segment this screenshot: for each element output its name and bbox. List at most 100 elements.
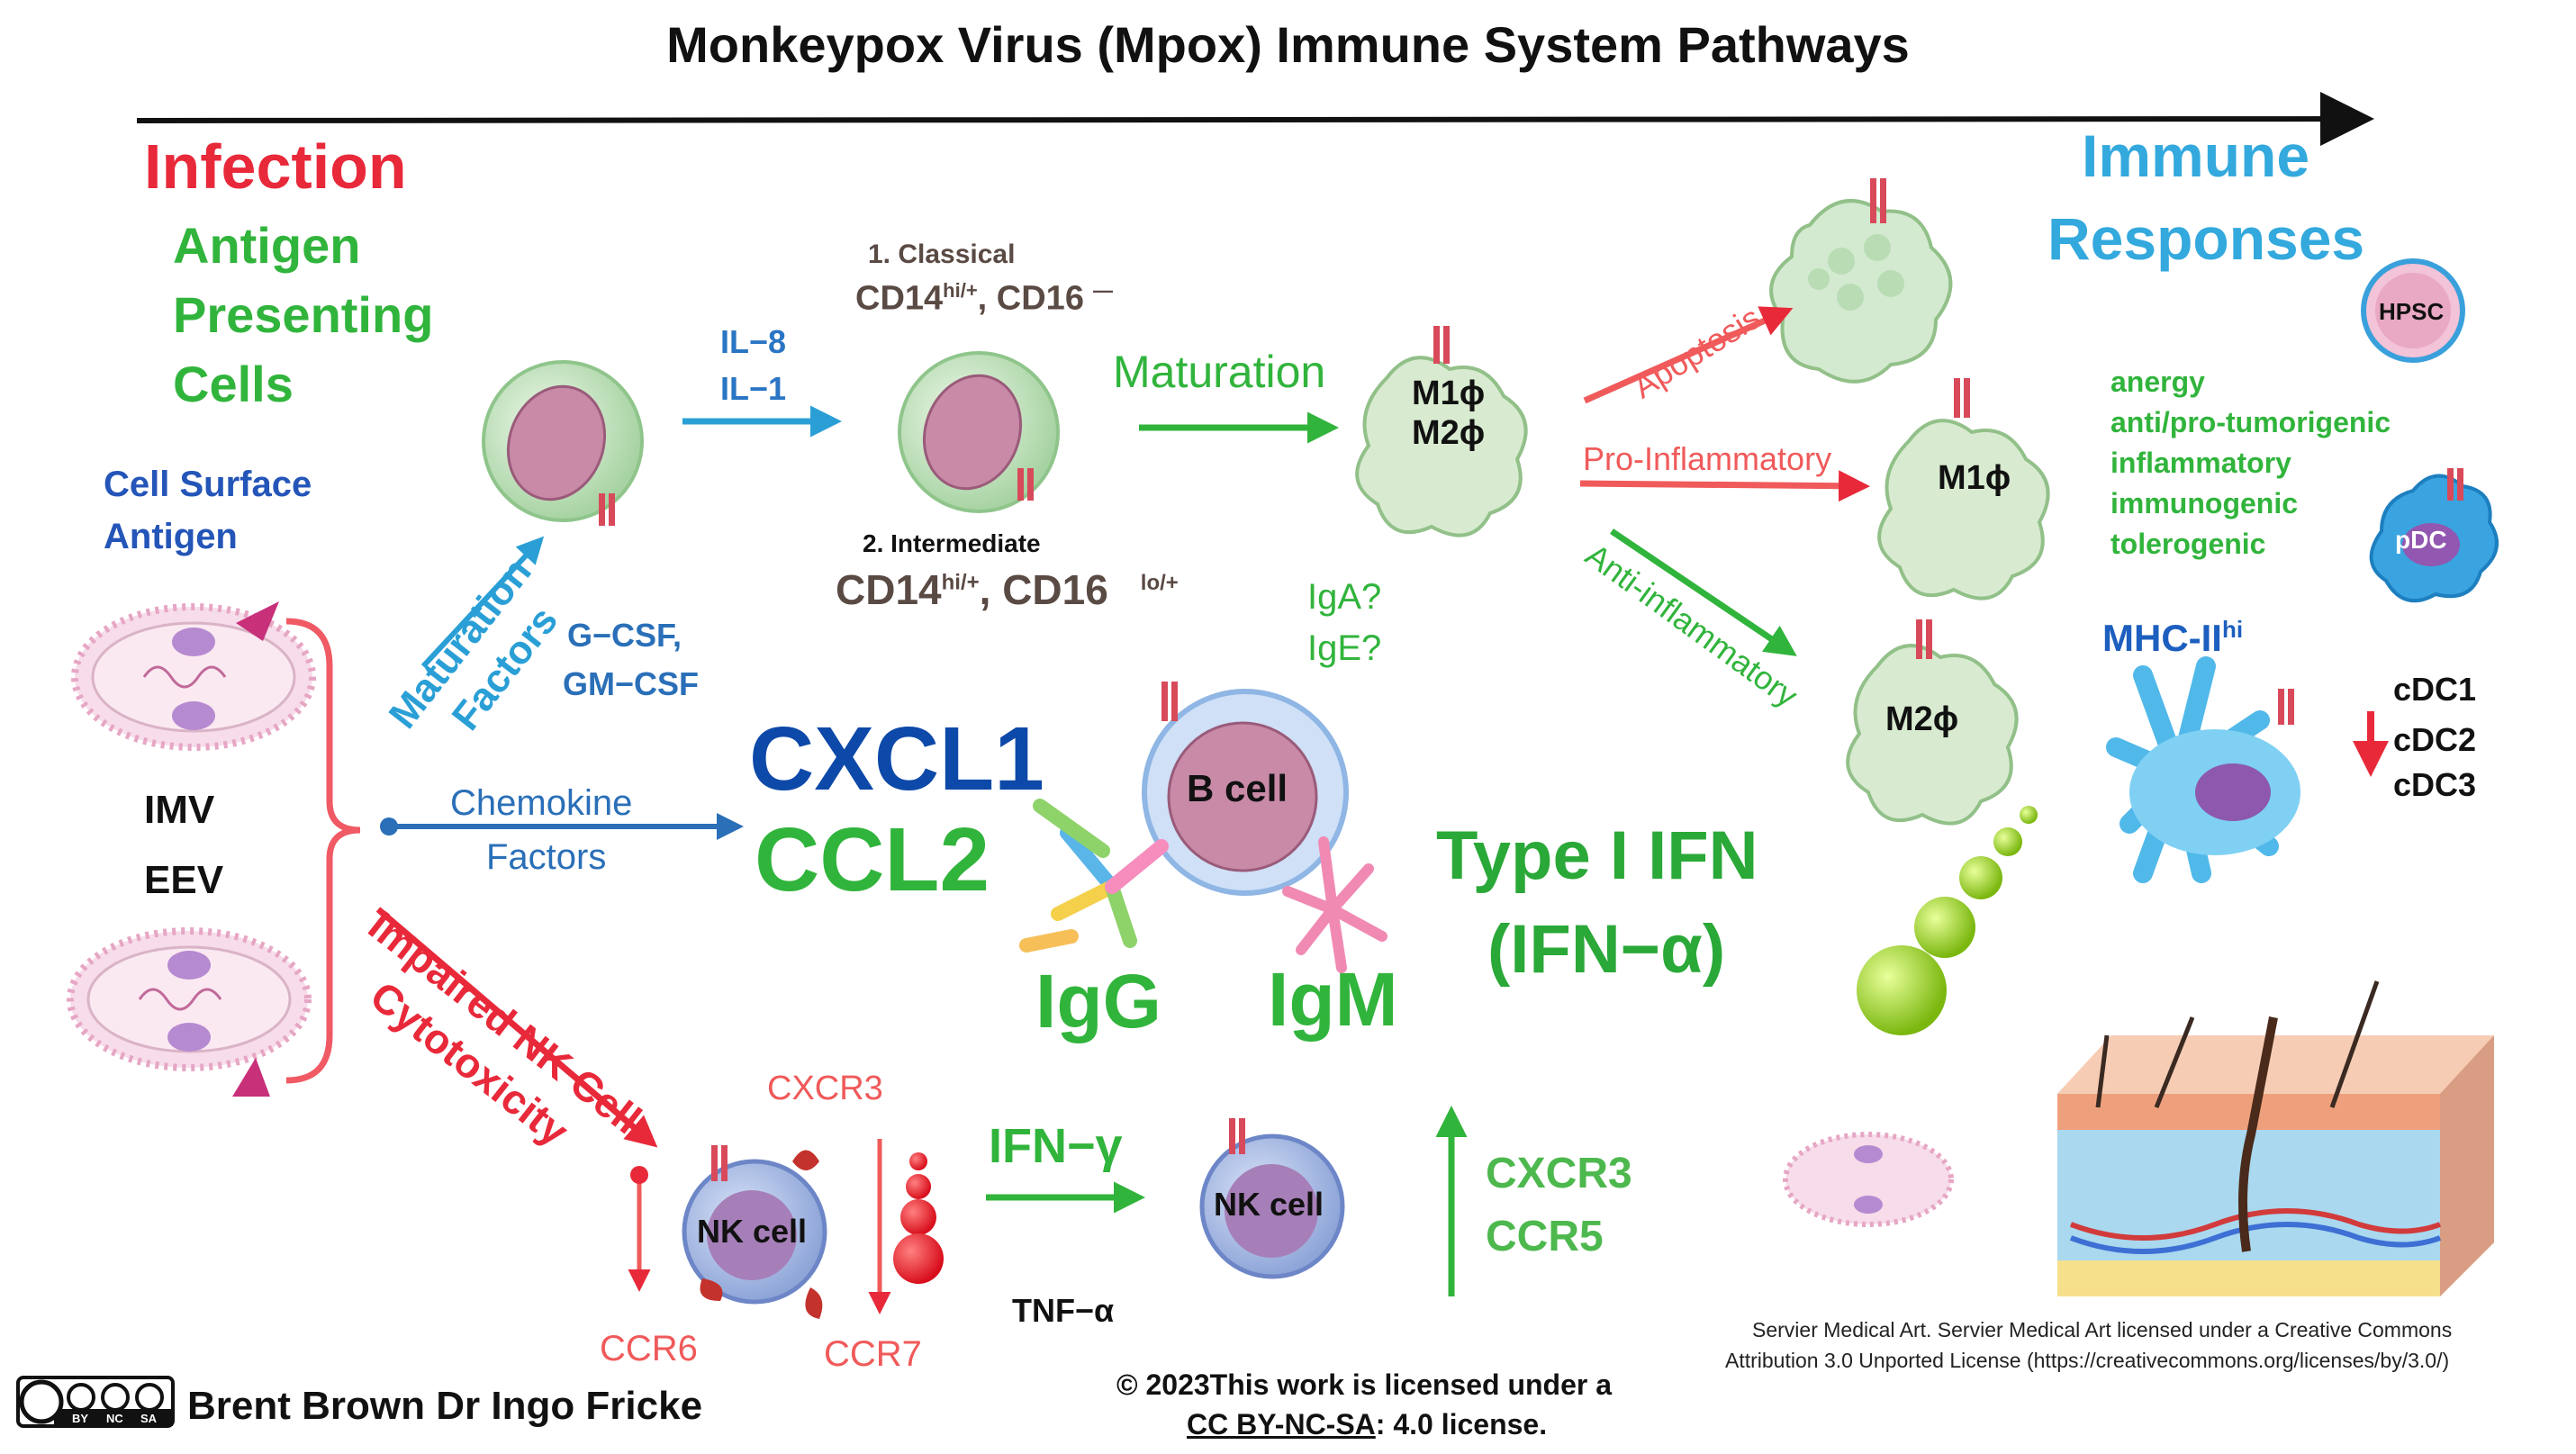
- cxcr3-ifn-label: CXCR3: [1486, 1150, 1632, 1197]
- g-csf-label: G−CSF,: [567, 617, 682, 654]
- macrophage-m2-icon: [1846, 619, 2019, 826]
- cell-surface-label-1: Cell Surface: [104, 465, 312, 504]
- tnf-alpha-label: TNF−α: [1012, 1292, 1115, 1329]
- nk-cell-right-icon: [1199, 1118, 1345, 1279]
- intermediate-label: 2. Intermediate: [863, 529, 1041, 557]
- classical-cd16: CD16: [996, 279, 1084, 318]
- apc-label-2: Presenting: [173, 286, 434, 343]
- virus-marker-bottom-icon: [232, 1058, 270, 1097]
- servier-credit-1: Servier Medical Art. Servier Medical Art…: [1752, 1318, 2453, 1341]
- m2-label: M2ϕ: [1885, 700, 1959, 738]
- hpsc-icon: [2361, 258, 2465, 363]
- apoptotic-cell-icon: [1769, 178, 1953, 384]
- authors-label: Brent Brown Dr Ingo Fricke: [187, 1384, 703, 1428]
- ccr6-label: CCR6: [600, 1329, 698, 1368]
- il1-label: IL−1: [720, 370, 787, 407]
- intermediate-cd16-sup: lo/+: [1140, 570, 1179, 595]
- cxcl1-label: CXCL1: [749, 709, 1044, 809]
- igg-antibody-icon: [1019, 799, 1169, 953]
- license-line-1: © 2023This work is licensed under a: [1116, 1368, 1613, 1401]
- b-cell-label: B cell: [1187, 767, 1288, 809]
- classical-cd16-sup: —: [1092, 279, 1113, 302]
- brace-icon: [285, 618, 361, 1084]
- chemokine-label: Chemokine: [450, 783, 633, 823]
- classical-sep: ,: [977, 279, 997, 318]
- imv-label: IMV: [144, 788, 215, 832]
- response-inflammatory: inflammatory: [2111, 447, 2291, 479]
- timeline-arrow: [136, 92, 2374, 147]
- intermediate-cd14: CD14: [836, 566, 942, 613]
- responses-label: Responses: [2047, 205, 2365, 272]
- apoptosis-arrow: [1583, 306, 1794, 404]
- macrophage-m1-icon: [1877, 378, 2050, 601]
- maturation-label: Maturation: [1113, 347, 1326, 397]
- pdc-icon: [2369, 468, 2499, 603]
- apc-label-1: Antigen: [173, 217, 361, 274]
- response-anergy: anergy: [2111, 366, 2205, 398]
- igm-label: IgM: [1268, 957, 1398, 1042]
- gm-csf-label: GM−CSF: [563, 665, 700, 702]
- virus-imv-icon: [71, 603, 316, 751]
- pdc-label: pDC: [2395, 526, 2447, 554]
- license-link[interactable]: CC BY-NC-SA: [1187, 1408, 1376, 1440]
- virus-small-icon: [1783, 1132, 1954, 1227]
- dendritic-cell-icon: [2106, 656, 2300, 883]
- license-line-2: CC BY-NC-SA: 4.0 license.: [1187, 1410, 1547, 1439]
- il8-label: IL−8: [720, 323, 787, 360]
- cdc1-label: cDC1: [2393, 671, 2477, 708]
- macrophage-mix-m2: M2ϕ: [1412, 414, 1486, 452]
- intermediate-cd14-sup: hi/+: [941, 570, 980, 595]
- ifn-alpha-label: (IFN−α): [1487, 911, 1726, 988]
- nk-cell-right-label: NK cell: [1214, 1186, 1324, 1223]
- servier-credit-2: Attribution 3.0 Unported License (https:…: [1725, 1349, 2450, 1372]
- anti-inflammatory-arrow: [1610, 528, 1797, 656]
- response-tolerogenic: tolerogenic: [2111, 528, 2266, 560]
- impaired-nk-arrow: [375, 907, 658, 1148]
- classical-markers: CD14hi/+, CD16—: [855, 281, 1113, 316]
- iga-label: IgA?: [1307, 577, 1382, 617]
- mhc-label: MHC-IIhi: [2102, 618, 2243, 657]
- cdc3-label: cDC3: [2393, 766, 2477, 803]
- skin-section-icon: [2057, 980, 2494, 1296]
- cc-badge-sa: SA: [140, 1412, 158, 1425]
- classical-monocyte-icon: [898, 351, 1060, 513]
- ccr7-label: CCR7: [824, 1334, 922, 1374]
- ifn-gamma-label: IFN−γ: [989, 1119, 1123, 1173]
- maturation-factors-arrow: [420, 536, 545, 669]
- cc-badge-by: BY: [72, 1412, 88, 1425]
- intermediate-cd16: CD16: [1002, 566, 1108, 613]
- cell-surface-label-2: Antigen: [104, 517, 238, 556]
- nk-cell-left-label: NK cell: [697, 1213, 808, 1250]
- pro-inflammatory-arrow: [1579, 470, 1870, 502]
- response-tumorigenic: anti/pro-tumorigenic: [2111, 406, 2391, 438]
- factors-label: Factors: [486, 837, 607, 877]
- mhc-text: MHC-II: [2102, 617, 2222, 659]
- immune-label: Immune: [2082, 122, 2310, 189]
- cc-license-badge: BY NC SA: [16, 1376, 175, 1428]
- igm-antibody-icon: [1282, 836, 1387, 973]
- nk-cell-left-icon: [682, 1145, 827, 1319]
- granule-stack-icon: [893, 1152, 944, 1284]
- virus-marker-top-icon: [236, 601, 279, 641]
- interferon-spheres-icon: [1857, 806, 2038, 1035]
- eev-label: EEV: [144, 858, 224, 902]
- b-cell-icon: [1142, 682, 1349, 896]
- cc-badge-nc: NC: [106, 1412, 123, 1425]
- monocyte-icon: [482, 360, 644, 526]
- apc-label-3: Cells: [173, 356, 294, 412]
- chemokine-arrow-dot: [380, 817, 398, 835]
- macrophage-mix-m1: M1ϕ: [1412, 375, 1486, 412]
- classical-cd14-sup: hi/+: [943, 279, 978, 302]
- cdc2-label: cDC2: [2393, 721, 2477, 758]
- pro-inflammatory-label: Pro-Inflammatory: [1583, 440, 1832, 477]
- macrophage-mixed-icon: [1355, 326, 1528, 537]
- igg-label: IgG: [1035, 959, 1161, 1043]
- cxcr3-nk-label: CXCR3: [767, 1070, 883, 1107]
- classical-label: 1. Classical: [868, 239, 1016, 269]
- license-suffix: : 4.0 license.: [1375, 1408, 1548, 1440]
- virus-eev-icon: [67, 927, 312, 1071]
- ccr6-arrow-dot: [630, 1166, 648, 1184]
